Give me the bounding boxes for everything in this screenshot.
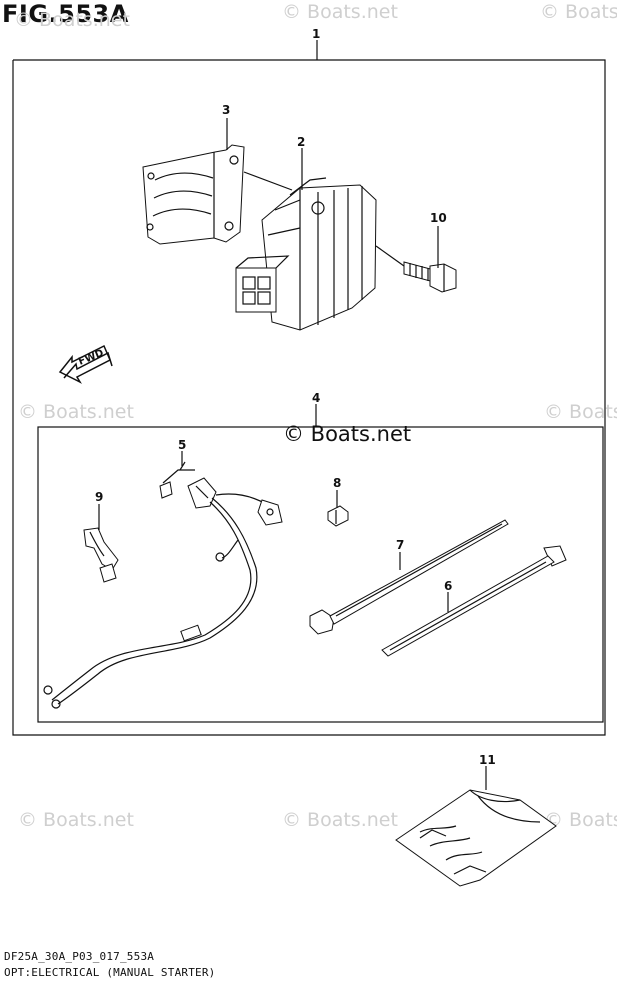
fwd-arrow: FWD xyxy=(58,344,113,384)
callout-5: 5 xyxy=(178,438,186,452)
callout-1: 1 xyxy=(312,27,320,41)
watermark: © Boats.net xyxy=(544,809,617,831)
watermark: © Boats.net xyxy=(544,401,617,423)
watermark: © Boats.net xyxy=(18,401,134,423)
watermark: © Boats.net xyxy=(540,1,617,23)
watermark-center: © Boats.net xyxy=(283,422,411,446)
watermark: © Boats.net xyxy=(282,809,398,831)
leader-line xyxy=(375,245,405,267)
assembly-frame xyxy=(12,59,606,736)
cable-tie-part xyxy=(309,519,509,635)
callout-2: 2 xyxy=(297,135,305,149)
callout-7: 7 xyxy=(396,538,404,552)
wire-harness-part xyxy=(43,461,283,709)
callout-4: 4 xyxy=(312,391,320,405)
figure-code: DF25A_30A_P03_017_553A xyxy=(4,950,155,963)
figure-title: FIG.553A xyxy=(2,0,129,28)
cable-tie-long-part xyxy=(381,545,567,657)
callout-9: 9 xyxy=(95,490,103,504)
bolt-part xyxy=(403,261,457,293)
callout-10: 10 xyxy=(430,211,447,225)
bracket-part xyxy=(142,144,245,245)
figure-caption: OPT:ELECTRICAL (MANUAL STARTER) xyxy=(4,966,216,979)
watermark: © Boats.net xyxy=(282,1,398,23)
watermark: © Boats.net xyxy=(18,809,134,831)
screw-part xyxy=(327,505,349,527)
harness-kit-frame xyxy=(37,426,604,723)
watermark: © Boats.net xyxy=(14,9,130,31)
clamp-part xyxy=(83,527,119,583)
callout-11: 11 xyxy=(479,753,496,767)
leader-line xyxy=(243,171,293,191)
callout-6: 6 xyxy=(444,579,452,593)
regulator-part xyxy=(235,177,377,331)
callout-3: 3 xyxy=(222,103,230,117)
callout-8: 8 xyxy=(333,476,341,490)
bag-part xyxy=(395,789,557,887)
